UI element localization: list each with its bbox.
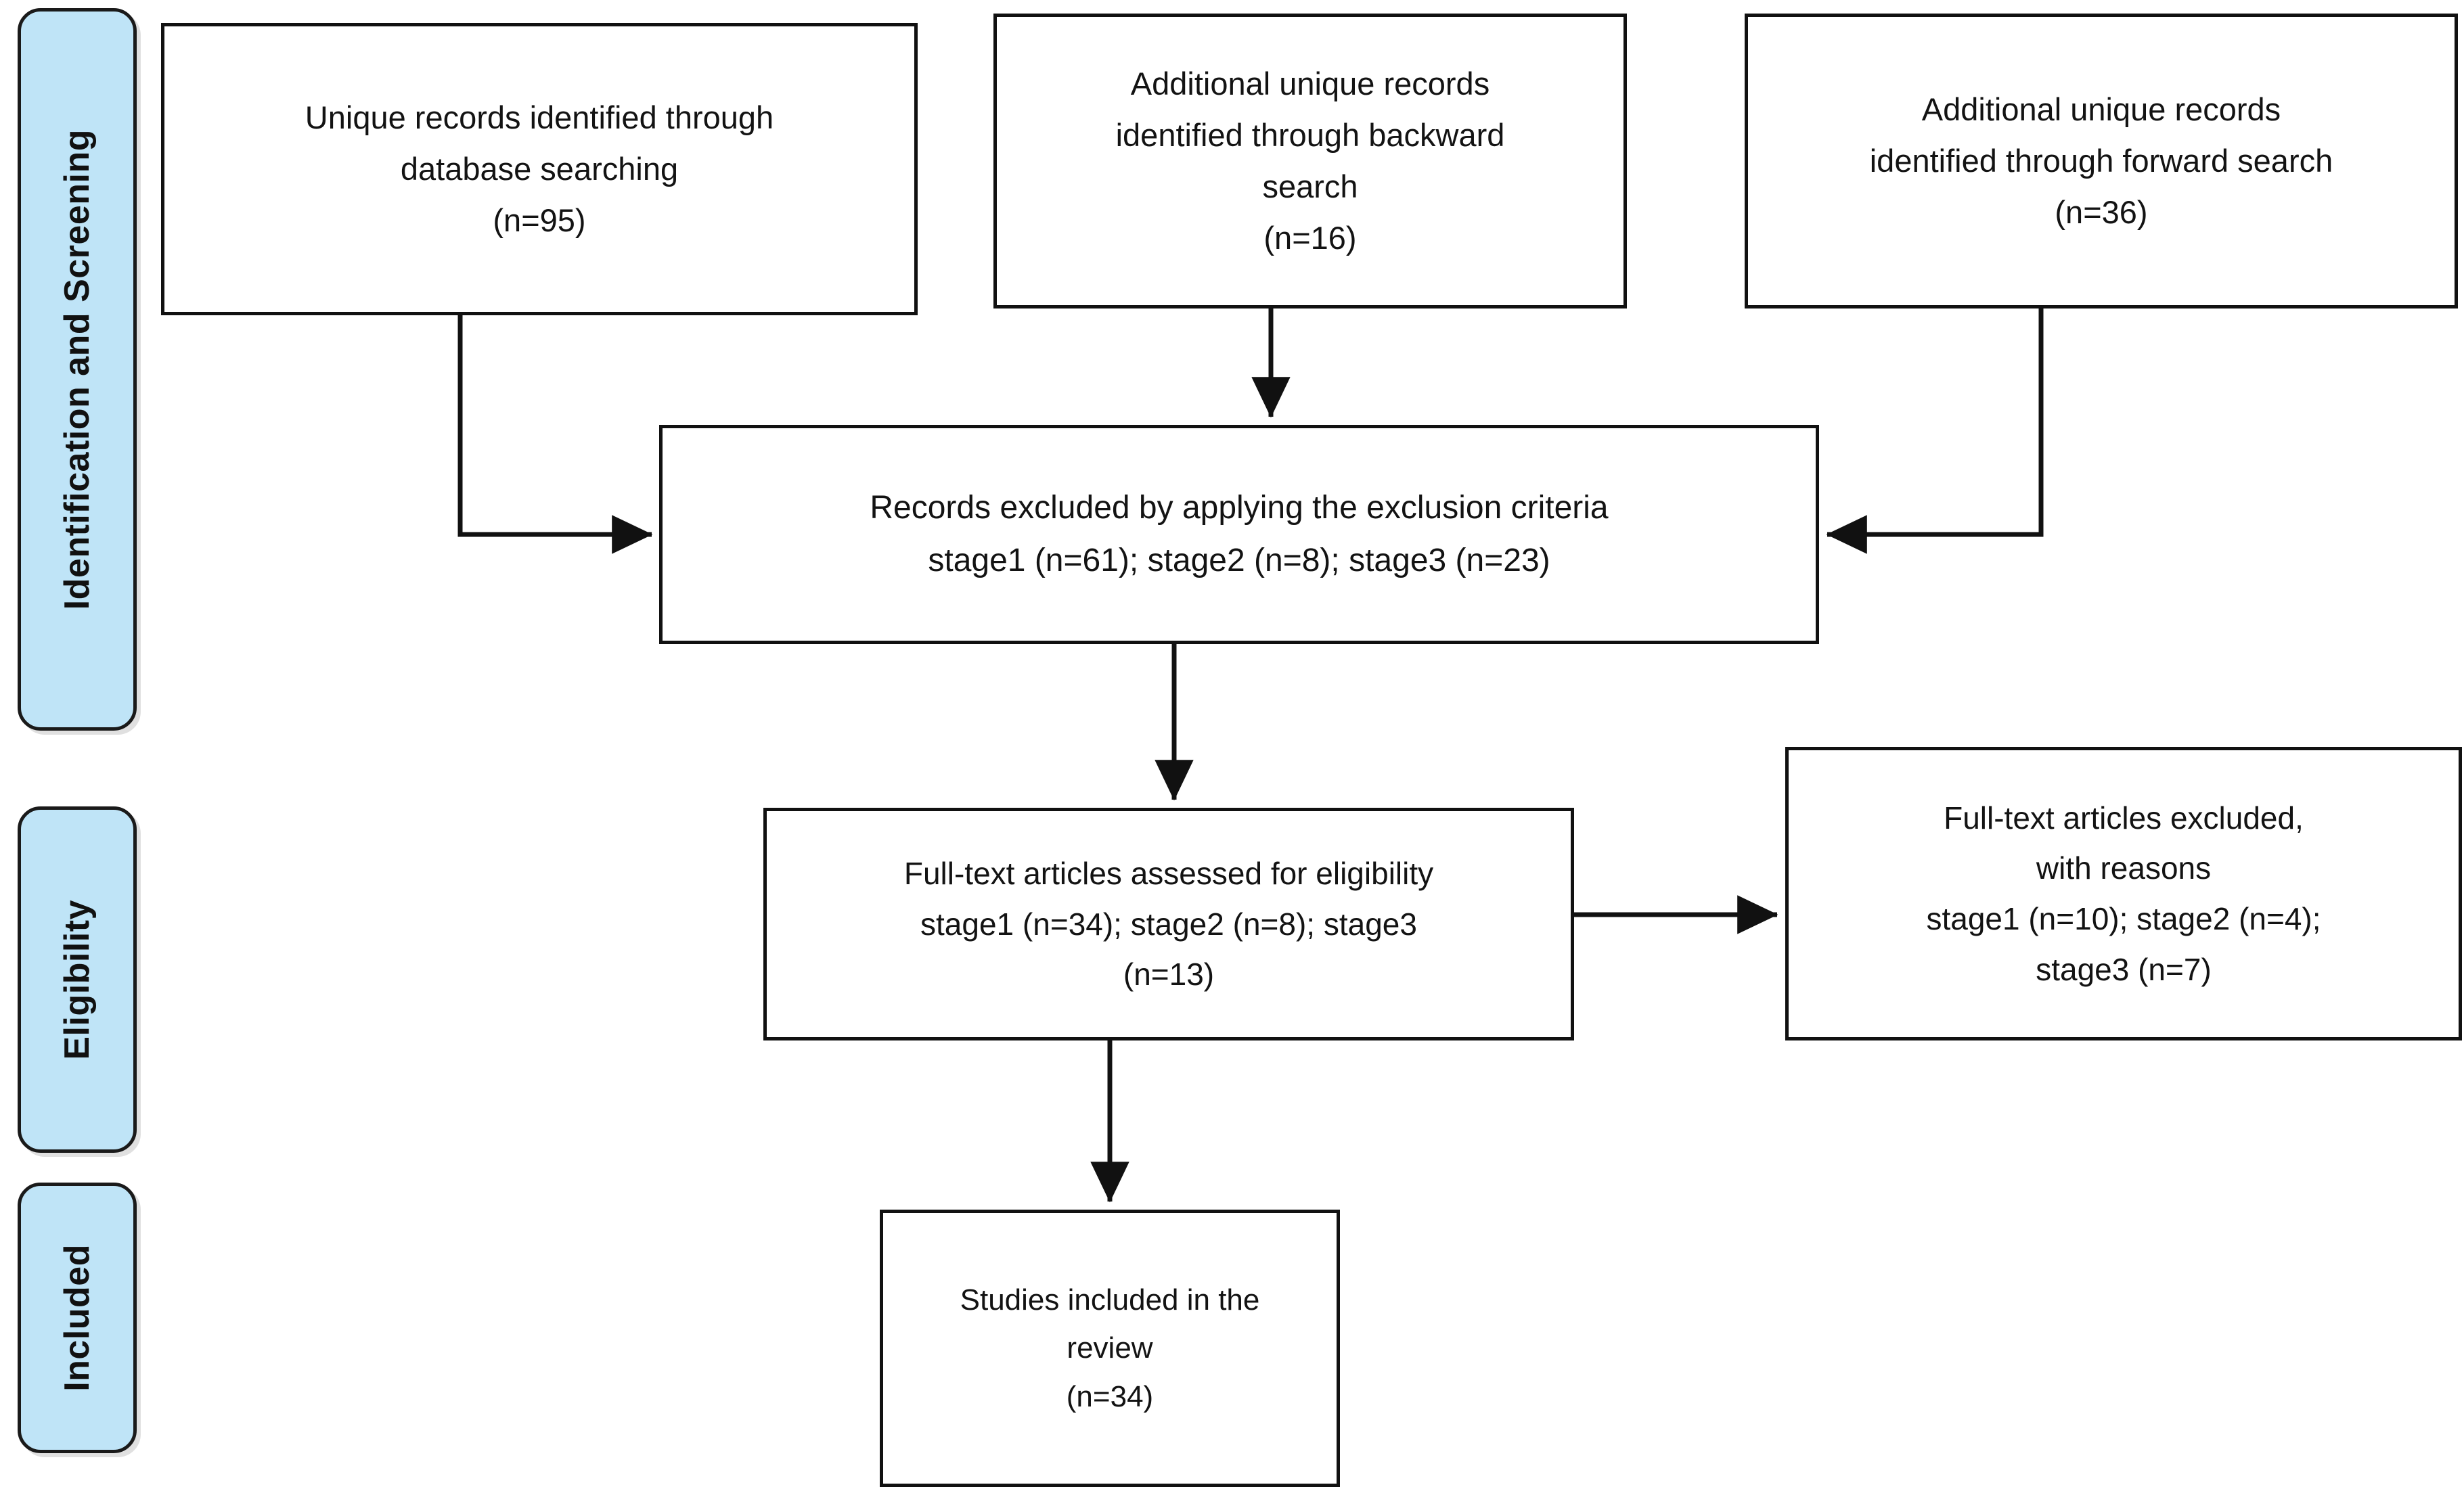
box-fulltext-articles-assessed: Full-text articles assessed for eligibil… bbox=[763, 808, 1574, 1040]
phase-tab-included: Included bbox=[18, 1183, 137, 1453]
phase-tab-label: Eligibility bbox=[58, 899, 97, 1060]
box-text: Records excluded by applying the exclusi… bbox=[870, 490, 1609, 578]
connector-forward-to-excluded bbox=[1826, 308, 2044, 554]
phase-tab-identification-and-screening: Identification and Screening bbox=[18, 8, 137, 731]
box-backward-search-records: Additional unique records identified thr… bbox=[993, 14, 1627, 308]
box-text: Additional unique records identified thr… bbox=[1115, 65, 1505, 256]
box-records-excluded: Records excluded by applying the exclusi… bbox=[659, 425, 1819, 644]
box-text: Studies included in the review (n=34) bbox=[960, 1283, 1260, 1413]
box-text: Full-text articles assessed for eligibil… bbox=[903, 856, 1434, 992]
box-forward-search-records: Additional unique records identified thr… bbox=[1745, 14, 2458, 308]
box-text: Unique records identified through databa… bbox=[305, 99, 774, 239]
box-database-records: Unique records identified through databa… bbox=[161, 23, 918, 315]
box-studies-included: Studies included in the review (n=34) bbox=[880, 1210, 1340, 1487]
phase-tab-eligibility: Eligibility bbox=[18, 806, 137, 1153]
phase-tab-label: Identification and Screening bbox=[58, 129, 97, 610]
phase-tab-label: Included bbox=[58, 1244, 97, 1392]
box-fulltext-articles-excluded: Full-text articles excluded, with reason… bbox=[1785, 747, 2462, 1040]
box-text: Additional unique records identified thr… bbox=[1869, 91, 2333, 231]
connector-database-to-excluded bbox=[457, 315, 653, 554]
box-text: Full-text articles excluded, with reason… bbox=[1926, 800, 2321, 987]
